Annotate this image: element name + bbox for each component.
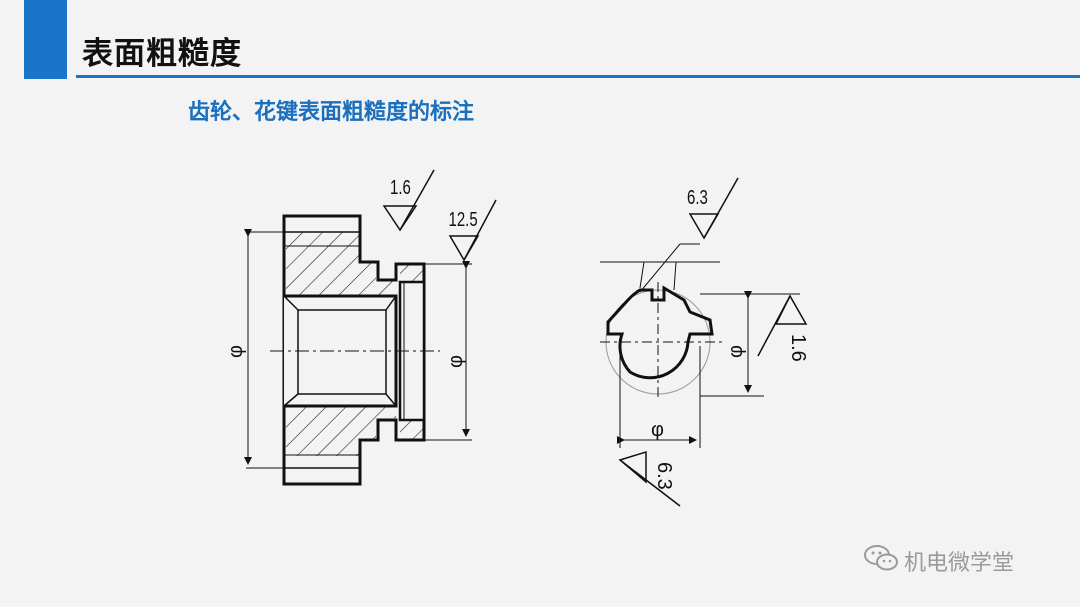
spline-bottom-diameter-label: φ bbox=[651, 419, 664, 441]
wechat-icon bbox=[864, 544, 898, 578]
spline-roughness-bottom: 6.3 bbox=[653, 462, 675, 490]
watermark-text: 机电微学堂 bbox=[904, 551, 1015, 576]
gear-roughness-right: 12.5 bbox=[449, 208, 478, 231]
gear-right-diameter-label: φ bbox=[445, 355, 467, 368]
gear-left-diameter-label: φ bbox=[225, 345, 247, 358]
spline-right-diameter-label: φ bbox=[725, 345, 747, 358]
page-title: 表面粗糙度 bbox=[82, 36, 242, 72]
gear-roughness-top: 1.6 bbox=[390, 176, 411, 199]
slide-subtitle: 齿轮、花键表面粗糙度的标注 bbox=[188, 100, 475, 125]
gear-section-view: φ φ 1.6 12.5 bbox=[225, 169, 497, 486]
watermark: 机电微学堂 bbox=[864, 544, 1014, 578]
spline-roughness-right: 1.6 bbox=[787, 334, 809, 362]
spline-roughness-top: 6.3 bbox=[687, 186, 708, 209]
spline-section-view: 6.3 φ 1.6 φ 6.3 bbox=[600, 177, 809, 507]
title-underline bbox=[76, 75, 1080, 78]
header-accent-bar bbox=[24, 0, 67, 79]
